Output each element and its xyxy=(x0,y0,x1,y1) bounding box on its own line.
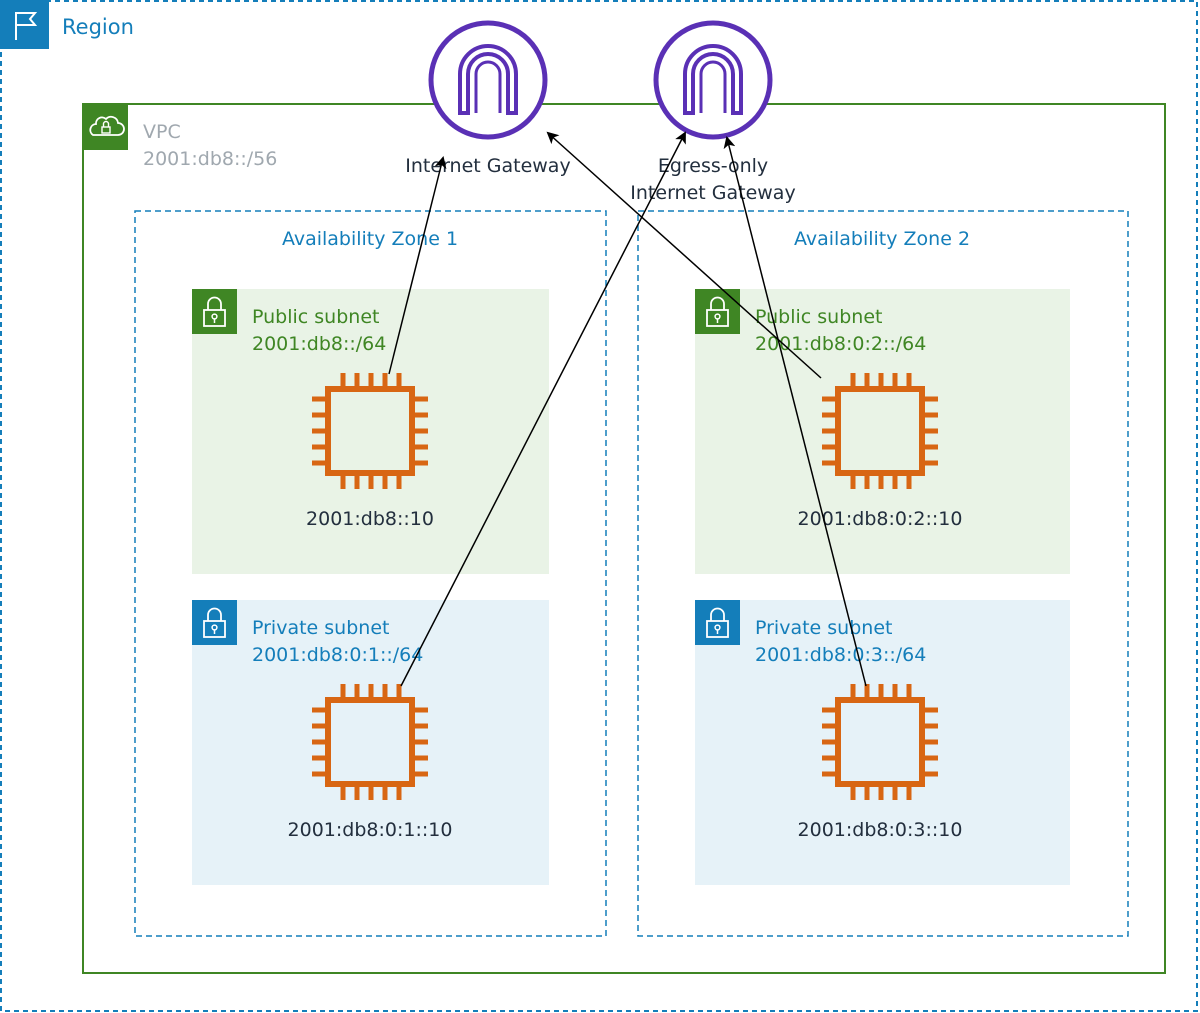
az2-private-instance-ip: 2001:db8:0:3::10 xyxy=(798,819,963,841)
vpc-boundary xyxy=(82,103,1166,974)
az1-private-lock-icon xyxy=(191,599,238,646)
route-az1-public-to-igw xyxy=(388,156,447,375)
egress-only-gateway-label-line2: Internet Gateway xyxy=(630,182,795,204)
route-az2-private-to-eigw xyxy=(723,136,867,687)
az2-private-subnet-cidr: 2001:db8:0:3::/64 xyxy=(755,644,926,666)
vpc-label: VPC xyxy=(143,121,181,143)
internet-gateway-label: Internet Gateway xyxy=(405,155,570,177)
vpc-cidr: 2001:db8::/56 xyxy=(143,148,277,170)
egress-only-gateway-icon xyxy=(656,23,770,137)
az1-public-subnet-label: Public subnet xyxy=(252,306,379,328)
az1-private-subnet-label: Private subnet xyxy=(252,617,389,639)
internet-gateway-icon xyxy=(431,23,545,137)
availability-zone-2 xyxy=(637,210,1129,937)
az2-private-lock-icon xyxy=(694,599,741,646)
az1-public-subnet xyxy=(192,289,549,574)
az1-private-subnet xyxy=(192,600,549,885)
az2-private-subnet xyxy=(695,600,1070,885)
az2-public-subnet-label: Public subnet xyxy=(755,306,882,328)
az2-private-subnet-label: Private subnet xyxy=(755,617,892,639)
route-az2-public-to-igw xyxy=(546,131,822,379)
az2-public-lock-icon xyxy=(694,288,741,335)
az2-public-instance-ip: 2001:db8:0:2::10 xyxy=(798,508,963,530)
az2-label: Availability Zone 2 xyxy=(794,228,970,250)
route-az1-private-to-eigw xyxy=(400,131,686,687)
region-label: Region xyxy=(62,15,134,39)
az1-public-instance-ip: 2001:db8::10 xyxy=(306,508,434,530)
az1-private-instance-ip: 2001:db8:0:1::10 xyxy=(288,819,453,841)
availability-zone-1 xyxy=(134,210,607,937)
az1-label: Availability Zone 1 xyxy=(282,228,458,250)
az2-public-subnet xyxy=(695,289,1070,574)
vpc-cloud-icon xyxy=(83,104,128,150)
az2-public-subnet-cidr: 2001:db8:0:2::/64 xyxy=(755,333,926,355)
region-flag-icon xyxy=(0,0,49,49)
egress-only-gateway-label-line1: Egress-only xyxy=(658,155,768,177)
az1-public-subnet-cidr: 2001:db8::/64 xyxy=(252,333,386,355)
az1-public-lock-icon xyxy=(191,288,238,335)
az1-private-subnet-cidr: 2001:db8:0:1::/64 xyxy=(252,644,423,666)
